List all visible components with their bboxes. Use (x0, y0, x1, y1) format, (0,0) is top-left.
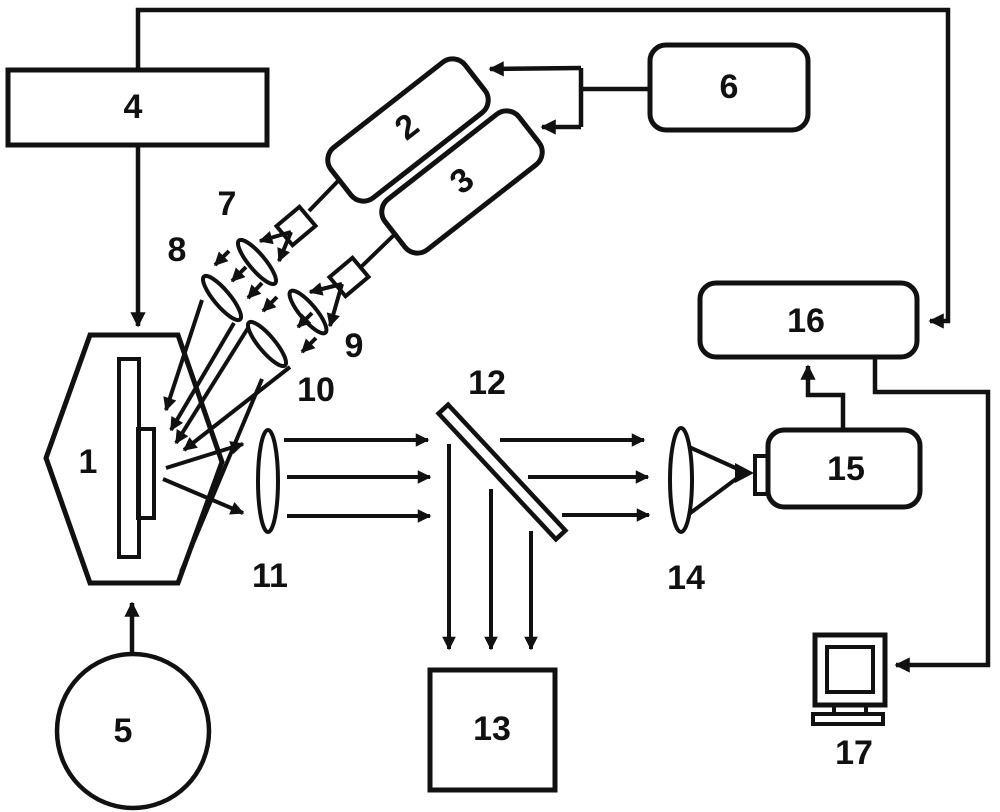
computer-monitor-icon (811, 632, 888, 726)
detector-box-13 (427, 667, 558, 793)
beam-cone-b (308, 282, 344, 328)
laser-box-2 (325, 56, 491, 204)
pump-source-circle (54, 651, 212, 811)
sample-target (136, 427, 156, 520)
label-11: 11 (252, 557, 288, 595)
label-16: 16 (787, 302, 825, 340)
monitor-base (811, 712, 885, 726)
label-8: 8 (167, 231, 187, 269)
cone-arrowhead (735, 463, 754, 483)
lens-10 (245, 319, 289, 369)
fiber-line-laser-a (307, 178, 341, 213)
label-7: 7 (217, 185, 237, 223)
connector-15-to-16 (800, 364, 846, 430)
fiber-line-laser-b (359, 233, 396, 269)
connector-6-to-lasers (488, 61, 650, 135)
connector-16-to-17 (872, 358, 991, 673)
label-13: 13 (473, 710, 511, 748)
fiber-coupler-a (273, 203, 319, 249)
beam-cone-a (258, 230, 293, 263)
focused-beams-to-sample (163, 299, 292, 573)
label-4: 4 (123, 88, 143, 126)
control-unit-box-16 (697, 280, 920, 360)
label-1: 1 (78, 443, 98, 481)
laser-box-3 (379, 108, 545, 256)
label-12: 12 (468, 364, 506, 402)
lens-11 (256, 428, 280, 534)
beams-11-to-12 (284, 433, 432, 523)
label-17: 17 (835, 734, 873, 772)
label-14: 14 (667, 559, 705, 597)
lens-9 (287, 288, 329, 336)
beams-12-to-14 (500, 433, 651, 522)
beams-12-to-13 (442, 444, 538, 651)
label-15: 15 (827, 450, 865, 488)
label-6: 6 (719, 68, 739, 106)
label-9: 9 (344, 327, 364, 365)
beam-arrows-cluster (213, 249, 318, 354)
lens-14 (668, 426, 694, 534)
lens-8 (200, 273, 244, 323)
lens-7 (235, 237, 279, 287)
label-5: 5 (113, 712, 133, 750)
monitor-screen (825, 645, 875, 694)
sample-chamber-hexagon (43, 332, 225, 586)
scattered-light-lines (162, 441, 245, 515)
focus-cone-14 (687, 445, 754, 516)
beam-splitter-12 (435, 401, 569, 543)
label-10: 10 (297, 371, 335, 409)
connector-top-feedback-line (135, 7, 951, 329)
